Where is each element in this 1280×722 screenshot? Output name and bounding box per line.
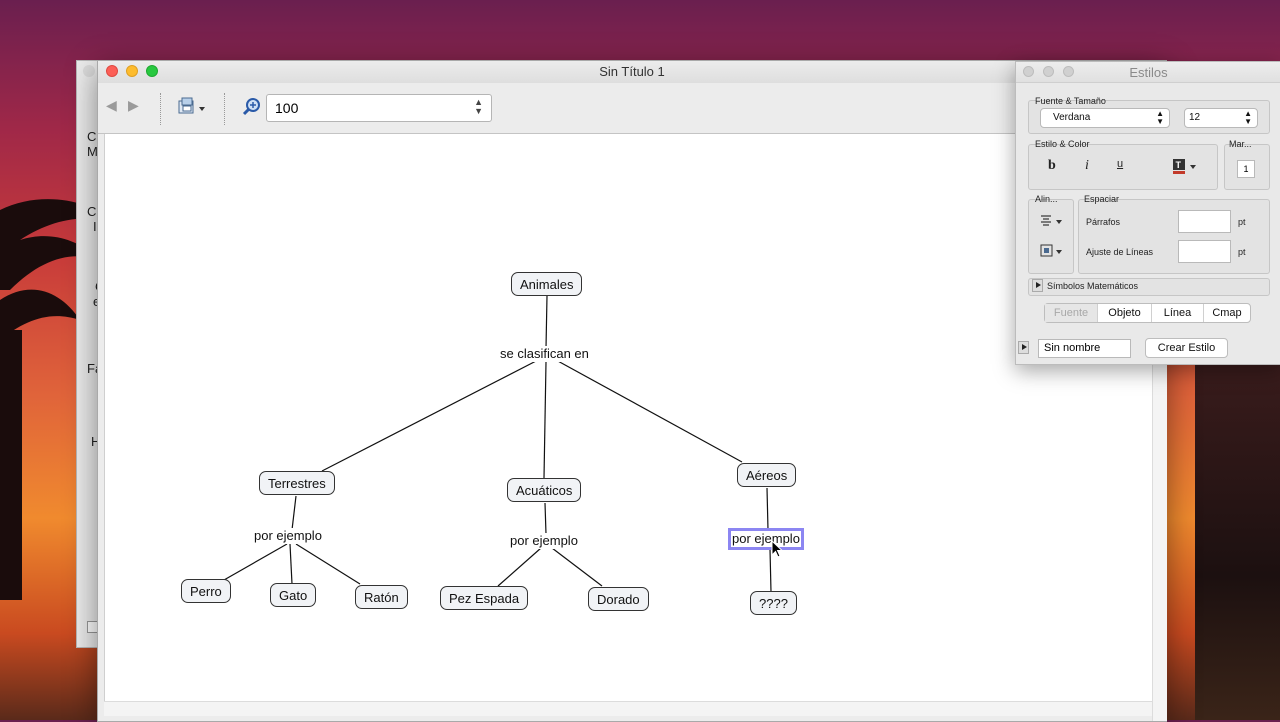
horizontal-scrollbar[interactable]: [104, 701, 1152, 716]
tab-linea[interactable]: Línea: [1152, 304, 1204, 322]
create-style-button[interactable]: Crear Estilo: [1145, 338, 1228, 358]
line-adjust-unit: pt: [1238, 247, 1246, 257]
line-adjust-label: Ajuste de Líneas: [1086, 247, 1154, 257]
panel-close-button[interactable]: [1023, 66, 1034, 77]
view-options-icon[interactable]: [178, 97, 208, 119]
style-color-group: [1028, 144, 1218, 190]
underline-button[interactable]: u: [1117, 158, 1124, 170]
alignment-group-label: Alin...: [1035, 194, 1058, 204]
styles-panel[interactable]: Estilos Fuente & Tamaño Verdana ▲▼ 12 ▲▼…: [1015, 61, 1280, 365]
minimize-button[interactable]: [126, 65, 138, 77]
toolbar-separator: [224, 93, 226, 125]
concept-pez-espada[interactable]: Pez Espada: [440, 586, 529, 610]
forward-arrow-icon[interactable]: ▶: [128, 97, 139, 113]
tab-fuente[interactable]: Fuente: [1045, 304, 1098, 322]
math-symbols-label: Símbolos Matemáticos: [1047, 281, 1139, 291]
spacing-group-label: Espaciar: [1084, 194, 1120, 204]
link-por-ejemplo[interactable]: por ejemplo: [510, 533, 578, 549]
math-symbols-bar[interactable]: [1028, 278, 1270, 296]
palm-tree-silhouette: [0, 199, 110, 600]
math-symbols-disclosure-icon[interactable]: [1032, 279, 1043, 292]
margin-input[interactable]: 1: [1237, 160, 1255, 178]
styles-panel-title: Estilos: [1129, 65, 1168, 80]
mouse-pointer-icon: [771, 540, 784, 558]
text-color-icon[interactable]: T: [1172, 158, 1200, 176]
styles-panel-titlebar[interactable]: Estilos: [1016, 62, 1280, 83]
svg-text:T: T: [1176, 160, 1182, 170]
toolbar-separator: [160, 93, 162, 125]
link-por-ejemplo[interactable]: por ejemplo: [254, 528, 322, 544]
bold-button[interactable]: b: [1048, 158, 1056, 173]
concept-raton[interactable]: Ratón: [355, 585, 408, 609]
paragraphs-unit: pt: [1238, 217, 1246, 227]
panel-zoom-button[interactable]: [1063, 66, 1074, 77]
style-list-disclosure-icon[interactable]: [1018, 341, 1029, 354]
concept-dorado[interactable]: Dorado: [588, 587, 649, 611]
toolbar: ◀ ▶ ▲▼: [98, 83, 1166, 134]
sidebar-fragment: e: [93, 294, 100, 309]
margin-group-label: Mar...: [1229, 139, 1252, 149]
line-adjust-input[interactable]: [1178, 240, 1231, 263]
tab-objeto[interactable]: Objeto: [1098, 304, 1152, 322]
select-arrows-icon: ▲▼: [1156, 109, 1164, 126]
box-align-icon[interactable]: [1040, 244, 1066, 258]
tab-cmap[interactable]: Cmap: [1212, 307, 1242, 319]
paragraphs-input[interactable]: [1178, 210, 1231, 233]
style-name-input[interactable]: Sin nombre: [1038, 339, 1131, 358]
panel-minimize-button[interactable]: [1043, 66, 1054, 77]
font-size-group-label: Fuente & Tamaño: [1035, 96, 1106, 106]
zoom-stepper-icon[interactable]: ▲▼: [474, 97, 483, 116]
italic-button[interactable]: i: [1085, 158, 1089, 173]
margin-group: [1224, 144, 1270, 190]
desktop-background-dark: [1195, 360, 1280, 720]
zoom-button[interactable]: [146, 65, 158, 77]
concept-acuaticos[interactable]: Acuáticos: [507, 478, 582, 502]
concept-unknown[interactable]: ????: [750, 591, 797, 615]
font-size-value: 12: [1189, 112, 1201, 123]
concept-perro[interactable]: Perro: [181, 579, 231, 603]
select-arrows-icon: ▲▼: [1244, 109, 1252, 126]
font-family-value: Verdana: [1053, 112, 1091, 123]
concept-terrestres[interactable]: Terrestres: [259, 471, 335, 495]
sidebar-fragment: M: [87, 144, 98, 159]
zoom-combobox[interactable]: ▲▼: [266, 94, 492, 122]
concept-animales[interactable]: Animales: [511, 272, 583, 296]
font-family-select[interactable]: Verdana ▲▼: [1040, 108, 1170, 128]
spacing-group: [1078, 199, 1270, 274]
sidebar-fragment: H: [91, 434, 101, 449]
style-color-group-label: Estilo & Color: [1035, 139, 1090, 149]
paragraphs-label: Párrafos: [1086, 217, 1121, 227]
concept-aereos[interactable]: Aéreos: [737, 463, 797, 487]
alignment-group: [1028, 199, 1074, 274]
sidebar-fragment: I: [93, 219, 97, 234]
back-arrow-icon[interactable]: ◀: [106, 97, 117, 113]
window-title: Sin Título 1: [599, 64, 665, 79]
link-por-ejemplo-selected[interactable]: por ejemplo: [728, 528, 804, 550]
font-size-select[interactable]: 12 ▲▼: [1184, 108, 1258, 128]
inactive-close-dot: [83, 65, 95, 77]
link-se-clasifican-en[interactable]: se clasifican en: [500, 346, 589, 362]
close-button[interactable]: [106, 65, 118, 77]
styles-tabs: Fuente Objeto Línea Cmap: [1044, 303, 1251, 323]
zoom-icon[interactable]: [242, 97, 262, 117]
text-align-icon[interactable]: [1040, 214, 1066, 228]
zoom-input[interactable]: [275, 100, 465, 116]
concept-gato[interactable]: Gato: [270, 583, 317, 607]
